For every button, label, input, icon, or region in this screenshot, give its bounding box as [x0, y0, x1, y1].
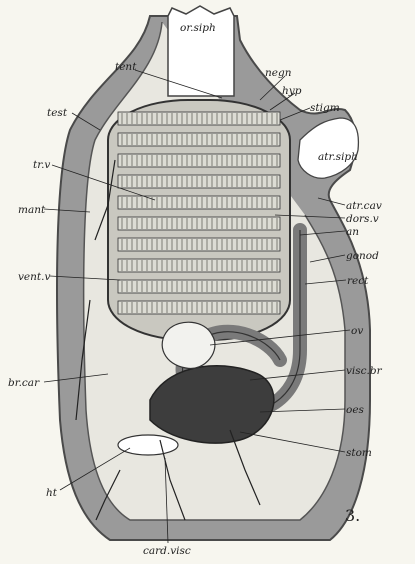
label-atr-cav: atr.cav — [346, 201, 382, 212]
label-test: test — [47, 108, 67, 119]
label-dors-v: dors.v — [346, 214, 379, 225]
ovary — [162, 322, 215, 368]
label-gonod: gonod — [346, 251, 379, 262]
label-rect: rect — [347, 276, 368, 287]
label-or-siph: or.siph — [180, 23, 216, 34]
oral-siphon — [168, 6, 234, 96]
label-ht: ht — [46, 488, 57, 499]
label-tr-v: tr.v — [33, 160, 50, 171]
label-atr-siph: atr.siph — [318, 152, 358, 163]
label-stom: stom — [346, 448, 372, 459]
label-stigm: stigm — [310, 103, 340, 114]
label-mant: mant — [18, 205, 45, 216]
label-an: an — [346, 227, 359, 238]
label-ov: ov — [351, 326, 363, 337]
label-negn: negn — [265, 68, 291, 79]
figure-number: 3. — [345, 506, 360, 525]
heart — [118, 435, 178, 455]
label-visc-br: visc.br — [346, 366, 382, 377]
label-vent-v: vent.v — [18, 272, 50, 283]
label-hyp: hyp — [282, 86, 301, 97]
label-oes: oes — [346, 405, 364, 416]
label-br-car: br.car — [8, 378, 39, 389]
label-card-visc: card.visc — [143, 546, 191, 557]
label-tent: tent — [115, 62, 136, 73]
